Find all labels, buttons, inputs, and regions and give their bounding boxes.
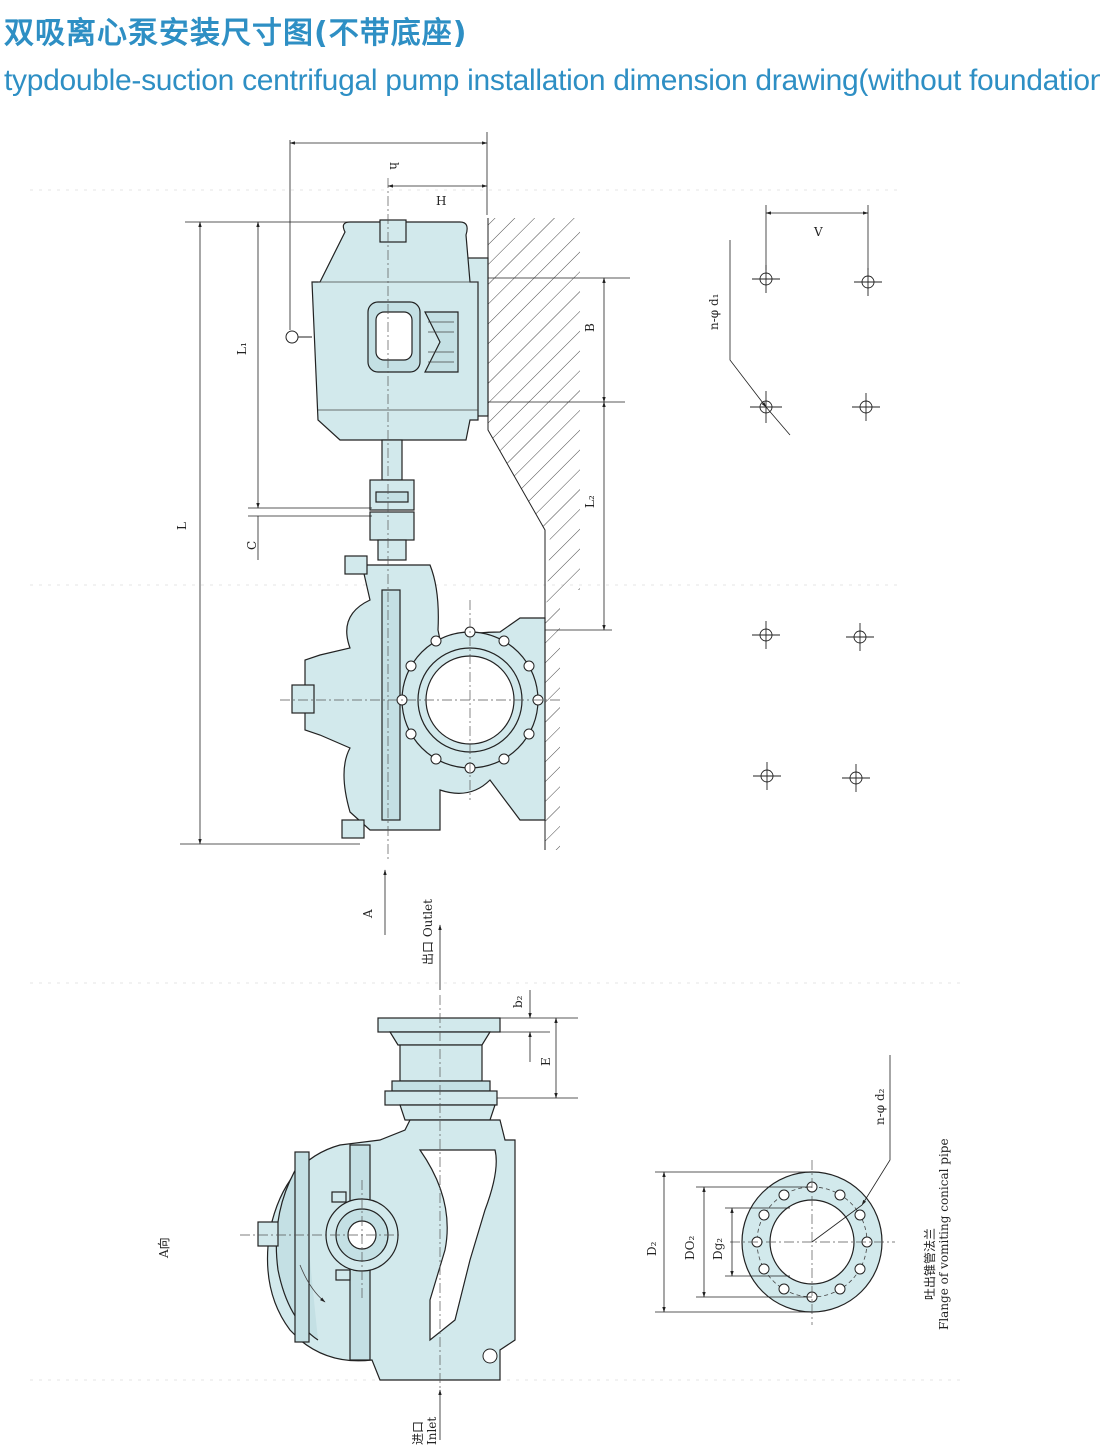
dim-label-h: h [387,162,401,170]
motor-top-cap [379,219,407,243]
dim-label-V: V [813,225,823,239]
foundation-bolt-pattern [729,205,882,792]
bolt-label-nd1: n-φ d₁ [707,294,721,331]
dim-label-B: B [583,323,597,332]
inlet-label-en: Inlet [425,1417,439,1445]
outlet-flange-view [655,1055,895,1325]
crop-marks [30,189,960,1381]
dim-label-L2: L₂ [583,495,597,508]
page-title-cn: 双吸离心泵安装尺寸图(不带底座) [4,16,468,51]
dim-label-E: E [539,1057,553,1066]
dim-label-L: L [175,522,189,530]
dim-label-C: C [245,541,259,550]
outlet-top-flange [377,1017,501,1033]
pump-flange-bar [381,589,401,821]
flange-bolt-holes [751,1181,873,1303]
outlet-conical-pipe [399,1044,483,1082]
inlet-label-cn: 进口 [411,1421,425,1445]
view-direction-label: A向 [156,1237,171,1259]
side-view-pump [240,924,578,1440]
coupling-lower [369,511,415,541]
motor-shaft [381,439,403,481]
dim-label-Dg2: Dg₂ [711,1238,725,1260]
dim-label-L1: L₁ [235,342,249,355]
outlet-label: 出口 Outlet [421,899,435,965]
bolt-label-nd2: n-φ d₂ [873,1088,887,1125]
dim-label-H: H [436,194,446,208]
dim-label-D2: D₂ [645,1241,659,1256]
wall-hatch [488,218,580,850]
page-title-en: typdouble-suction centrifugal pump insta… [4,64,1100,97]
flange-caption-cn: 吐出锥管法兰 [922,1228,937,1300]
dim-label-DO2: DO₂ [683,1236,697,1260]
outlet-flange-bolts [396,626,544,774]
view-arrow-label-A: A [361,909,375,919]
bolt-hole [750,265,882,792]
top-view-pump [180,132,630,935]
flange-caption-en: Flange of vomiting conical pipe [937,1138,951,1330]
dim-label-b2: b₂ [511,995,525,1008]
